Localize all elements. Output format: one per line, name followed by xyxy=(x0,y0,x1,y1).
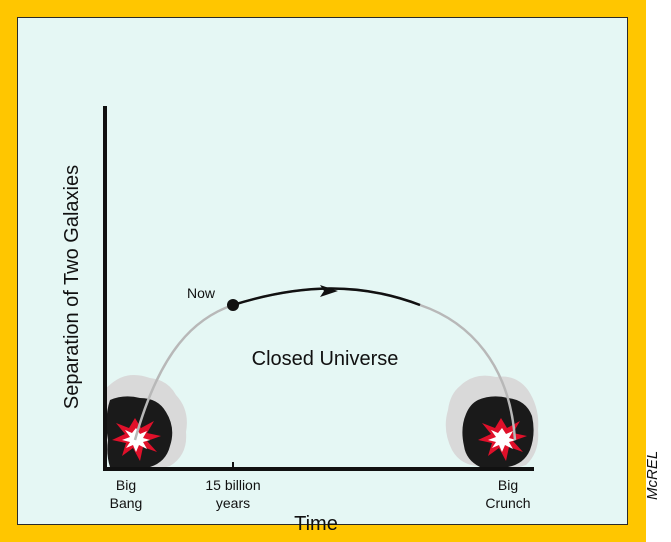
big-crunch-label-line1: Big xyxy=(498,477,518,493)
x-axis-label: Time xyxy=(294,513,338,535)
big-bang-label-line1: Big xyxy=(116,477,136,493)
direction-arrow-icon xyxy=(320,285,338,297)
big-bang-label-line2: Bang xyxy=(110,495,143,511)
fifteen-billion-label-line1: 15 billion xyxy=(205,477,260,493)
now-label: Now xyxy=(187,285,216,301)
curve-label: Closed Universe xyxy=(252,348,399,370)
big-crunch-label-line2: Crunch xyxy=(485,495,530,511)
credit-label: McREL xyxy=(644,450,661,500)
fifteen-billion-label-line2: years xyxy=(216,495,250,511)
now-marker xyxy=(227,299,239,311)
y-axis-label: Separation of Two Galaxies xyxy=(61,165,83,409)
